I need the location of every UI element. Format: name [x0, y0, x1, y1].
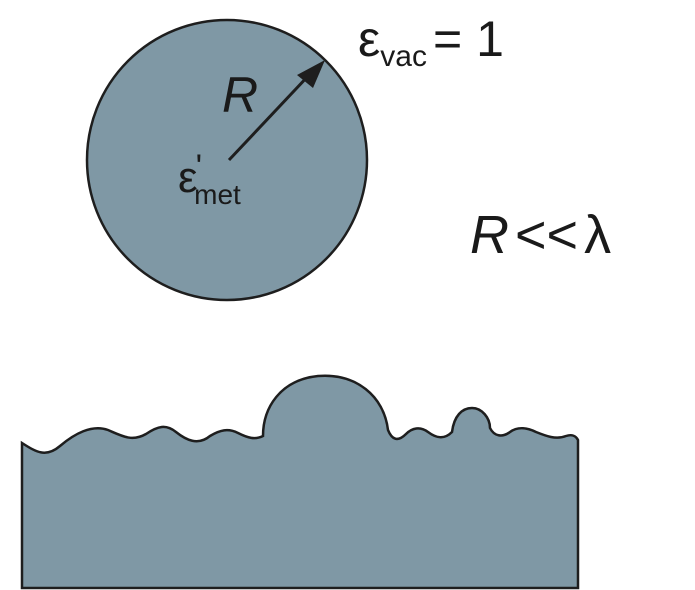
vacuum-permittivity-label: εvac= 1 [358, 14, 504, 64]
eps-vac-equals: = 1 [433, 11, 504, 67]
condition-rhs: λ [584, 205, 611, 265]
condition-relation: << [515, 205, 578, 265]
eps-vac-subscript: vac [380, 40, 427, 73]
size-condition-label: R<<λ [470, 208, 611, 262]
metal-permittivity-label: ε'met [178, 156, 241, 200]
eps-met-subscript: met [194, 179, 241, 210]
radius-label: R [222, 70, 258, 120]
rough-metal-surface [22, 376, 578, 588]
condition-lhs: R [470, 205, 509, 265]
eps-vac-symbol: ε [358, 11, 380, 67]
